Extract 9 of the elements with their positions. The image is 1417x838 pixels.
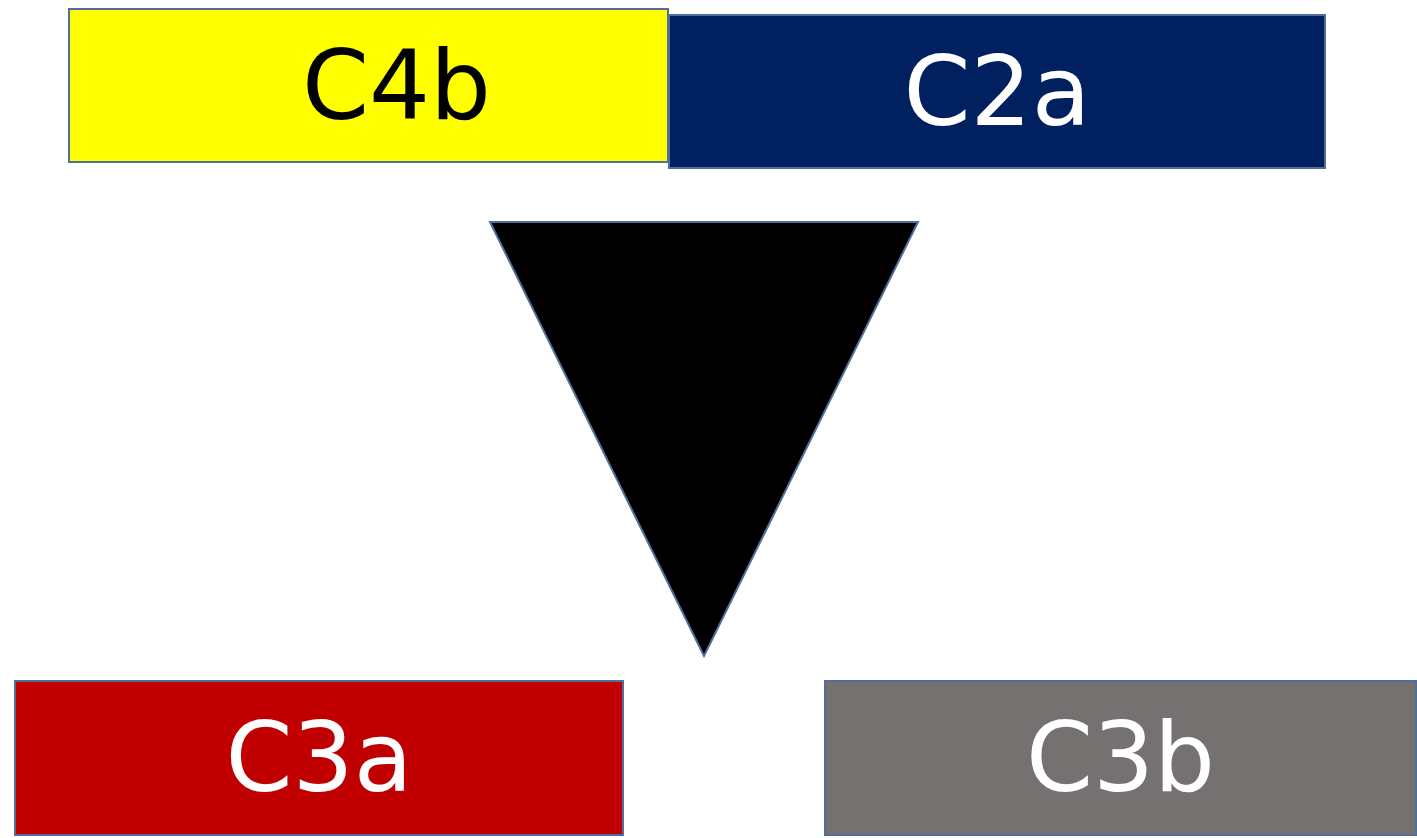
downward-triangle [490, 222, 918, 656]
protein-label: C3b [1025, 710, 1215, 806]
protein-label: C4b [302, 37, 492, 134]
protein-box [824, 680, 1417, 836]
protein-label: C2a [903, 43, 1091, 140]
protein-box [68, 8, 669, 163]
protein-box [668, 14, 1326, 169]
protein-box [14, 680, 624, 836]
protein-label: C3a [225, 710, 413, 806]
